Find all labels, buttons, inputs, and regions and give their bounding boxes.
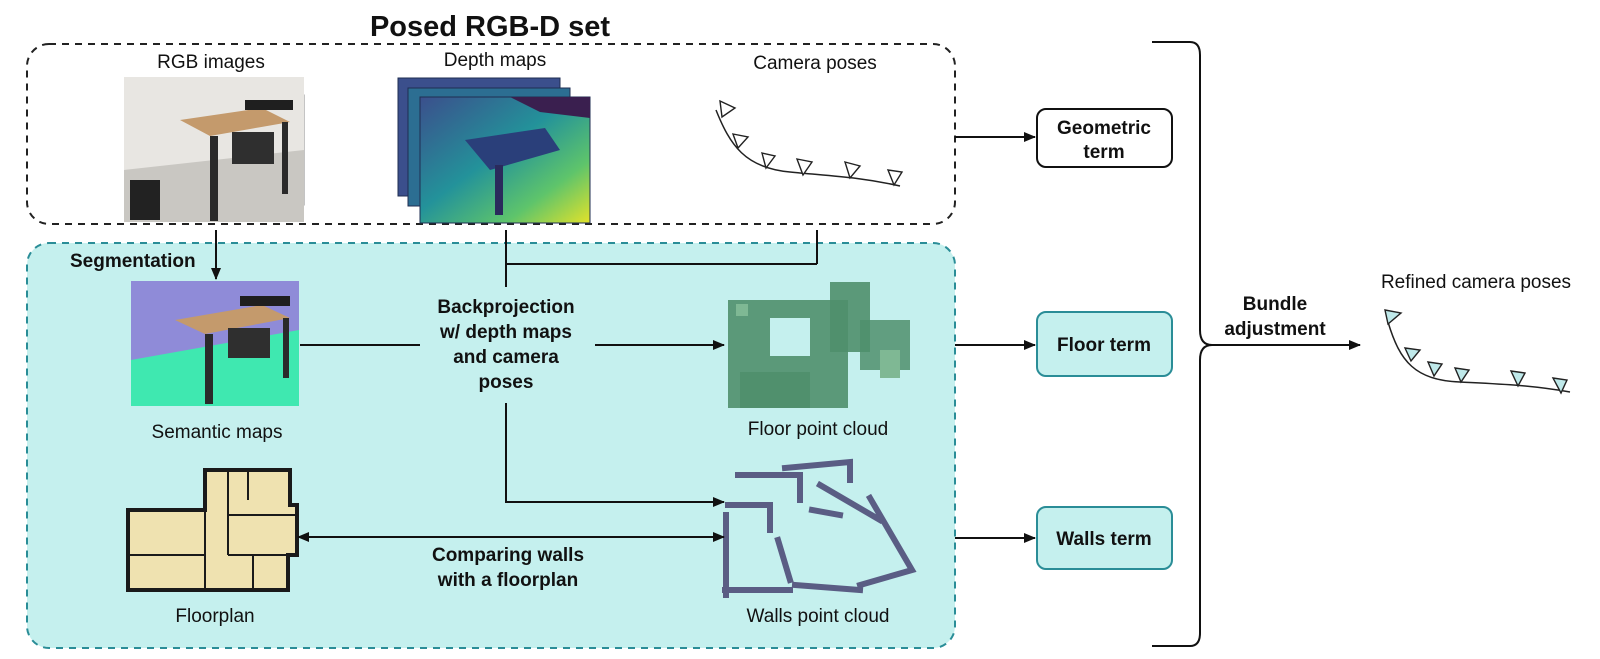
diagram-title: Posed RGB-D set bbox=[370, 11, 610, 43]
floor-point-cloud-label: Floor point cloud bbox=[748, 419, 888, 440]
segmentation-label: Segmentation bbox=[70, 251, 196, 272]
svg-text:Geometric: Geometric bbox=[1057, 118, 1151, 139]
floorplan-image bbox=[126, 468, 299, 592]
svg-text:term: term bbox=[1083, 142, 1124, 163]
rgb-images-label: RGB images bbox=[157, 52, 265, 73]
svg-text:Floor term: Floor term bbox=[1057, 335, 1151, 356]
floor-term-box: Floor term bbox=[1036, 311, 1173, 377]
semantic-maps-label: Semantic maps bbox=[152, 422, 283, 443]
walls-term-box: Walls term bbox=[1036, 506, 1173, 570]
refined-poses-label: Refined camera poses bbox=[1381, 272, 1571, 293]
refined-camera-trajectory bbox=[1384, 309, 1571, 395]
geometric-term-box: Geometric term bbox=[1036, 108, 1173, 168]
depth-maps-stack bbox=[397, 77, 591, 224]
bundle-adjustment-label: Bundle adjustment bbox=[1224, 294, 1326, 340]
floor-point-cloud bbox=[728, 282, 910, 408]
svg-text:Walls term: Walls term bbox=[1056, 529, 1151, 550]
svg-text:Bundle: Bundle bbox=[1243, 294, 1307, 315]
semantic-map-image bbox=[131, 281, 299, 406]
posed-rgbd-group bbox=[26, 43, 956, 225]
svg-text:Backprojection: Backprojection bbox=[437, 297, 574, 318]
floorplan-label: Floorplan bbox=[175, 606, 254, 627]
svg-text:with a floorplan: with a floorplan bbox=[437, 570, 578, 591]
comparing-walls-label: Comparing walls with a floorplan bbox=[432, 545, 584, 591]
walls-point-cloud bbox=[722, 458, 917, 598]
camera-poses-label: Camera poses bbox=[753, 53, 877, 74]
svg-text:and camera: and camera bbox=[453, 347, 559, 368]
walls-point-cloud-label: Walls point cloud bbox=[747, 606, 890, 627]
camera-trajectory bbox=[715, 99, 904, 187]
backprojection-inputs bbox=[505, 230, 818, 287]
svg-text:adjustment: adjustment bbox=[1224, 319, 1326, 340]
depth-maps-label: Depth maps bbox=[444, 50, 546, 71]
rgb-images-stack bbox=[124, 77, 305, 222]
backprojection-to-walls-arrow bbox=[505, 403, 725, 507]
svg-text:w/ depth maps: w/ depth maps bbox=[439, 322, 572, 343]
svg-text:poses: poses bbox=[479, 372, 534, 393]
backprojection-label: Backprojection w/ depth maps and camera … bbox=[437, 297, 574, 393]
svg-text:Comparing walls: Comparing walls bbox=[432, 545, 584, 566]
